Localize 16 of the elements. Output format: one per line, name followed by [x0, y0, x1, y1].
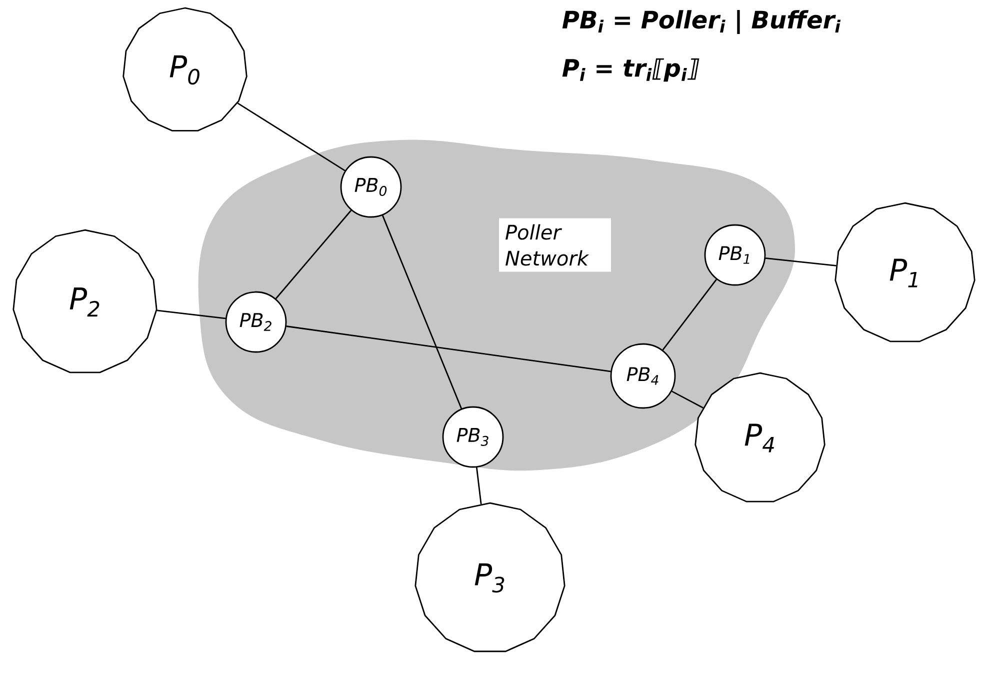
connector-line [662, 279, 717, 350]
process-polygon: P$_{1}$ [834, 202, 976, 342]
equation: PB$_{i}$ = Poller$_{i}$ | Buffer$_{i}$ [562, 10, 841, 34]
connector-line [237, 102, 346, 172]
connector-line [275, 210, 352, 300]
connector-line [476, 467, 482, 504]
connector-line [672, 390, 704, 408]
connector-line [765, 258, 836, 266]
connector-line [286, 326, 611, 372]
equation: P$_{i}$ = tr$_{i}$⟦p$_{i}$⟧ [562, 58, 700, 82]
connector-line [156, 310, 226, 320]
process-polygon: P$_{3}$ [414, 502, 566, 652]
process-polygon: P$_{2}$ [12, 229, 158, 374]
process-polygon: P$_{4}$ [694, 372, 826, 502]
connector-line [382, 215, 462, 409]
process-polygon: P$_{0}$ [122, 7, 248, 132]
